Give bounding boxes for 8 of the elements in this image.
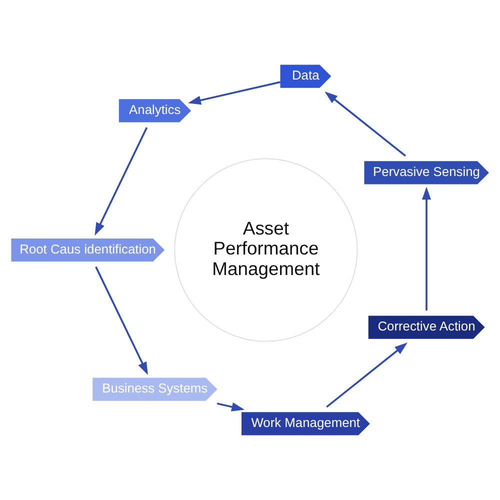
arrow (422, 186, 432, 310)
node-circle: Asset Performance Management (174, 158, 358, 342)
arrow (188, 81, 281, 105)
arrow (95, 266, 148, 375)
arrow (326, 342, 408, 408)
arrow (94, 127, 148, 236)
arrow (216, 402, 245, 412)
arrow (324, 91, 406, 157)
